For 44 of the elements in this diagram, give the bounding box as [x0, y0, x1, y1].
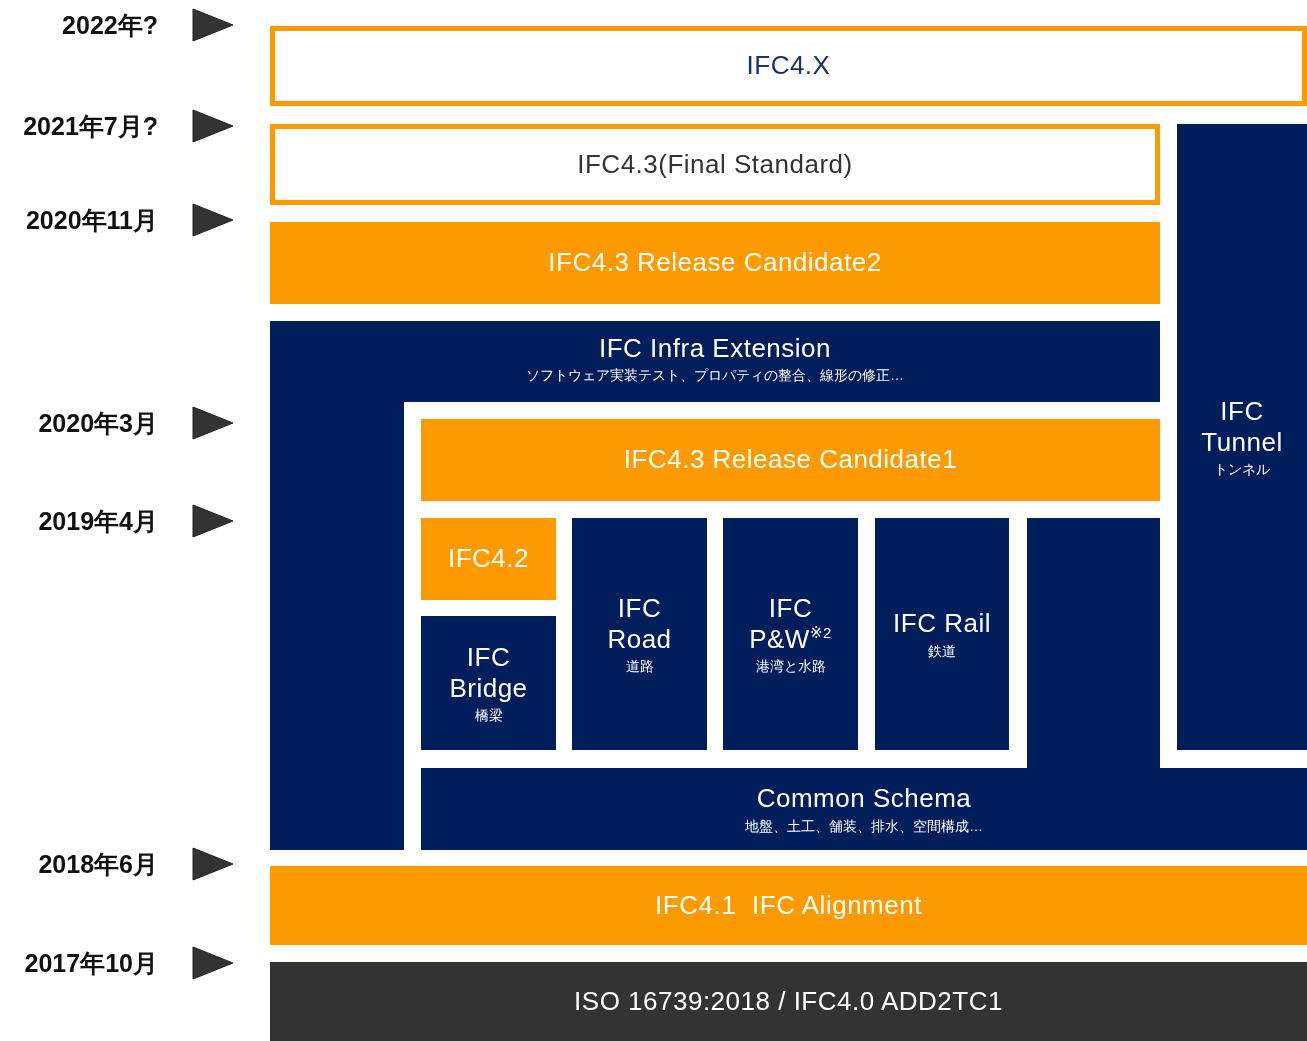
- version-block: [572, 518, 707, 750]
- box-block: [1027, 518, 1160, 768]
- version-block: [270, 866, 1307, 945]
- block-title: IFC Tunnel: [1200, 395, 1284, 459]
- block-subtitle: 鉄道: [928, 641, 956, 660]
- version-block: [270, 26, 1307, 106]
- block-title: IFC4.3 Release Candidate1: [623, 444, 958, 476]
- block-title: IFC Bridge: [448, 641, 529, 705]
- version-block: [270, 124, 1160, 205]
- date-label: 2021年7月?: [23, 110, 158, 142]
- block-title: IFC Alignment: [752, 889, 922, 922]
- block-title: Common Schema: [756, 783, 972, 815]
- block-title: IFC Road: [606, 592, 673, 656]
- version-block: [1177, 124, 1307, 750]
- date-label: 2017年10月: [24, 947, 158, 979]
- block-subtitle: 道路: [625, 657, 654, 676]
- version-block: [270, 222, 1160, 304]
- block-title: IFC P&W$^{※2}$: [748, 592, 833, 656]
- version-block: [421, 616, 556, 750]
- date-label: 2022年?: [62, 9, 158, 41]
- block-title: ISO 16739:2018 / IFC4.0 ADD2TC1: [574, 985, 1003, 1018]
- date-label: 2020年11月: [25, 204, 158, 236]
- version-block: [421, 768, 1307, 850]
- block-subtitle: 橋梁: [474, 706, 503, 725]
- block-title: IFC4.2: [448, 543, 529, 575]
- block-subtitle: ソフトウェア実装テスト、プロパティの整合、線形の修正…: [526, 366, 904, 385]
- version-block: [421, 419, 1160, 501]
- block-title: IFC4.3(Final Standard): [577, 148, 853, 181]
- version-block: [421, 518, 556, 600]
- block-subtitle: トンネル: [1214, 460, 1270, 479]
- block-subtitle: 地盤、土工、舗装、排水、空間構成…: [745, 816, 983, 835]
- block-title: IFC4.3 Release Candidate2: [548, 247, 882, 279]
- date-label: 2019年4月: [38, 505, 158, 537]
- l-shaped-block: [270, 321, 1160, 850]
- version-block: [723, 518, 858, 750]
- block-title: IFC Rail: [893, 608, 991, 640]
- block-title: IFC4.X: [746, 50, 831, 82]
- version-block: [875, 518, 1009, 750]
- block-title: IFC Infra Extension: [598, 333, 831, 365]
- block-title: IFC4.1: [655, 889, 737, 922]
- date-label: 2020年3月: [38, 407, 158, 439]
- date-label: 2018年6月: [38, 848, 158, 880]
- block-subtitle: 港湾と水路: [755, 657, 826, 676]
- version-block: [270, 962, 1307, 1041]
